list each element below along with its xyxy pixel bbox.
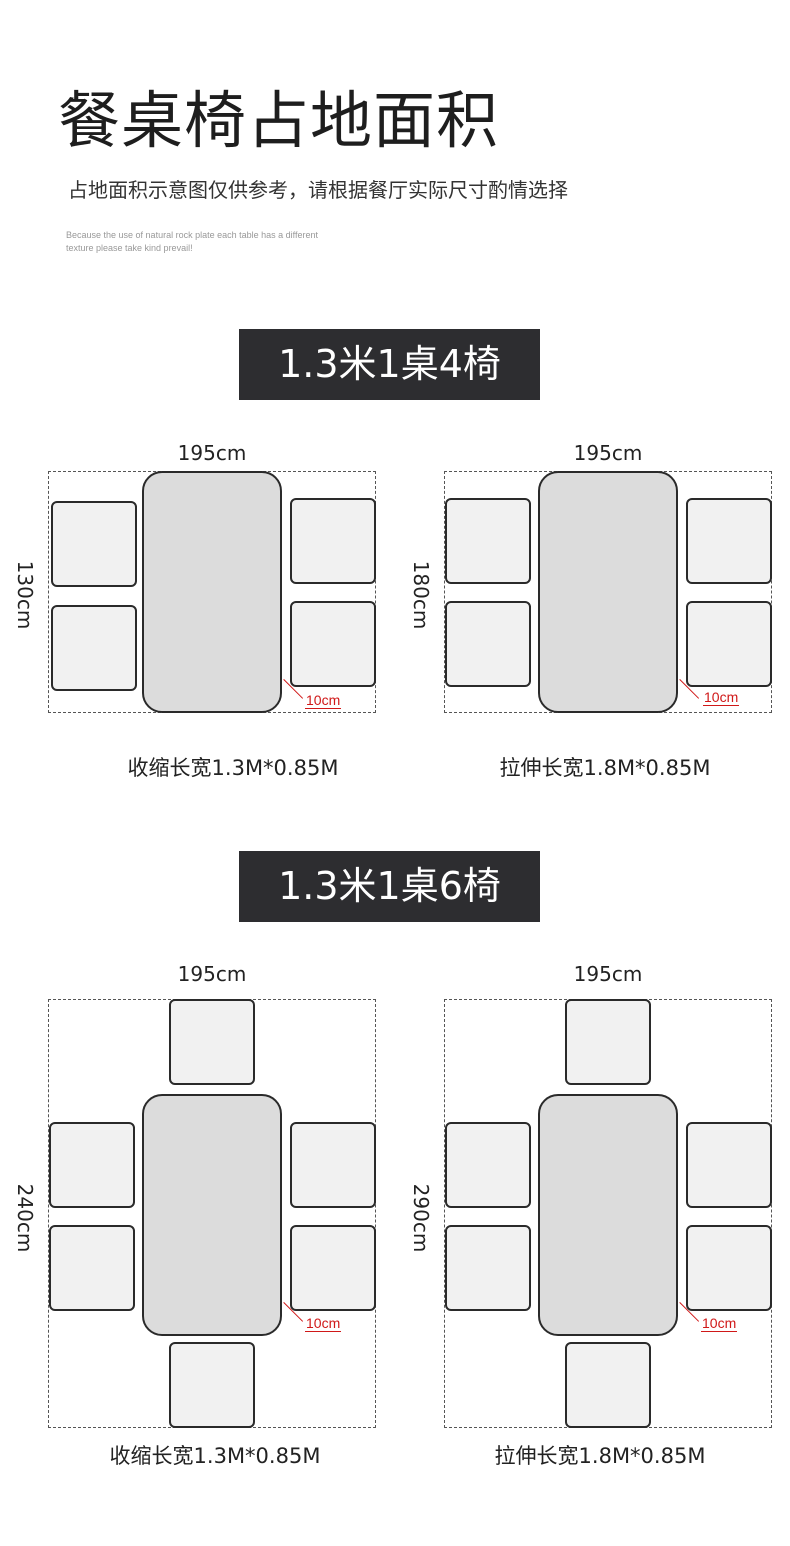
diagram-caption: 收缩长宽1.3M*0.85M: [109, 1444, 321, 1468]
width-dimension: 195cm: [573, 962, 643, 986]
chair: [51, 501, 137, 587]
gap-dimension: 10cm: [701, 1315, 738, 1332]
depth-dimension: 290cm: [409, 1183, 433, 1253]
gap-dimension: 10cm: [703, 689, 740, 706]
chair: [445, 601, 531, 687]
chair: [686, 601, 772, 687]
width-dimension: 195cm: [177, 441, 247, 465]
width-dimension: 195cm: [573, 441, 643, 465]
chair: [169, 999, 255, 1085]
chair: [686, 1225, 772, 1311]
chair: [49, 1225, 135, 1311]
chair: [51, 605, 137, 691]
page-title: 餐桌椅占地面积: [58, 84, 500, 157]
gap-dimension: 10cm: [305, 1315, 342, 1332]
diagram-caption: 拉伸长宽1.8M*0.85M: [499, 756, 711, 780]
chair: [290, 601, 376, 687]
chair: [445, 1122, 531, 1208]
section-heading-6-chairs: 1.3米1桌6椅: [239, 851, 540, 922]
chair: [445, 498, 531, 584]
dining-table: [538, 1094, 678, 1336]
chair: [565, 999, 651, 1085]
depth-dimension: 240cm: [13, 1183, 37, 1253]
depth-dimension: 180cm: [409, 560, 433, 630]
english-note-line-1: Because the use of natural rock plate ea…: [66, 230, 318, 240]
section-heading-4-chairs: 1.3米1桌4椅: [239, 329, 540, 400]
diagram-caption: 收缩长宽1.3M*0.85M: [127, 756, 339, 780]
english-note: Because the use of natural rock plate ea…: [66, 229, 366, 255]
chair: [169, 1342, 255, 1428]
diagram-caption: 拉伸长宽1.8M*0.85M: [494, 1444, 706, 1468]
depth-dimension: 130cm: [13, 560, 37, 630]
chair: [290, 1122, 376, 1208]
chair: [565, 1342, 651, 1428]
chair: [686, 1122, 772, 1208]
chair: [445, 1225, 531, 1311]
gap-dimension: 10cm: [305, 692, 342, 709]
chair: [290, 1225, 376, 1311]
chair: [290, 498, 376, 584]
width-dimension: 195cm: [177, 962, 247, 986]
dining-table: [142, 471, 282, 713]
page-subtitle: 占地面积示意图仅供参考，请根据餐厅实际尺寸酌情选择: [68, 178, 568, 202]
chair: [49, 1122, 135, 1208]
dining-table: [142, 1094, 282, 1336]
dining-table: [538, 471, 678, 713]
chair: [686, 498, 772, 584]
english-note-line-2: texture please take kind prevail!: [66, 243, 193, 253]
